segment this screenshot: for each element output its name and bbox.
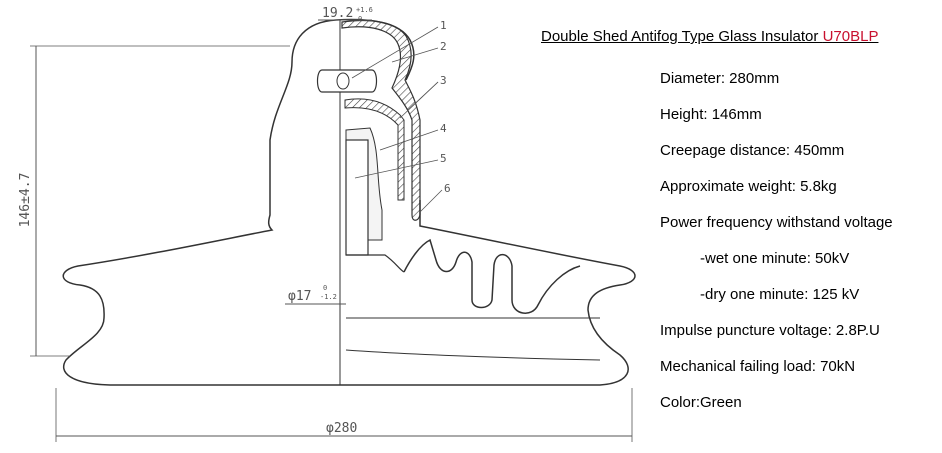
cap-section [341,19,421,221]
pin-diameter-label: φ17 [288,289,311,304]
cotter-pin [336,72,350,90]
pin-shank [345,139,369,256]
glass-underside [345,317,601,361]
height-label: 146±4.7 [18,173,33,228]
spec-impulse: Impulse puncture voltage: 2.8P.U [660,322,880,339]
cap-width-tol-low: 0 [358,15,362,23]
cap-inner-hatch [344,98,405,201]
part-number-2: 2 [440,40,447,53]
spec-height: Height: 146mm [660,106,762,123]
insulator-outline [62,19,636,386]
diameter-label: φ280 [326,421,357,436]
pin-tol-lower: -1.2 [320,293,337,301]
pin-base [346,254,405,273]
spec-mech-load: Mechanical failing load: 70kN [660,358,856,375]
pin-tol-upper: 0 [323,284,327,292]
cap-width-tol: +1.6 [356,6,373,14]
part-number-3: 3 [440,74,447,87]
product-title: Double Shed Antifog Type Glass Insulator… [541,28,936,45]
spec-creepage: Creepage distance: 450mm [660,142,845,159]
part-number-6: 6 [444,182,451,195]
product-model: U70BLP [822,28,879,45]
part-number-4: 4 [440,122,447,135]
spec-dry: -dry one minute: 125 kV [700,286,860,303]
part-number-1: 1 [440,19,447,32]
spec-weight: Approximate weight: 5.8kg [660,178,837,195]
spec-withstand: Power frequency withstand voltage [660,214,893,231]
spec-diameter: Diameter: 280mm [660,70,780,87]
spec-wet: -wet one minute: 50kV [700,250,850,267]
spec-color: Color:Green [660,394,742,411]
product-title-text: Double Shed Antifog Type Glass Insulator [541,28,823,45]
part-number-5: 5 [440,152,447,165]
cap-width-label: 19.2 [322,6,353,21]
spec-panel: Double Shed Antifog Type Glass Insulator… [541,28,936,411]
part-leaders [351,26,443,213]
glass-section [403,238,581,314]
